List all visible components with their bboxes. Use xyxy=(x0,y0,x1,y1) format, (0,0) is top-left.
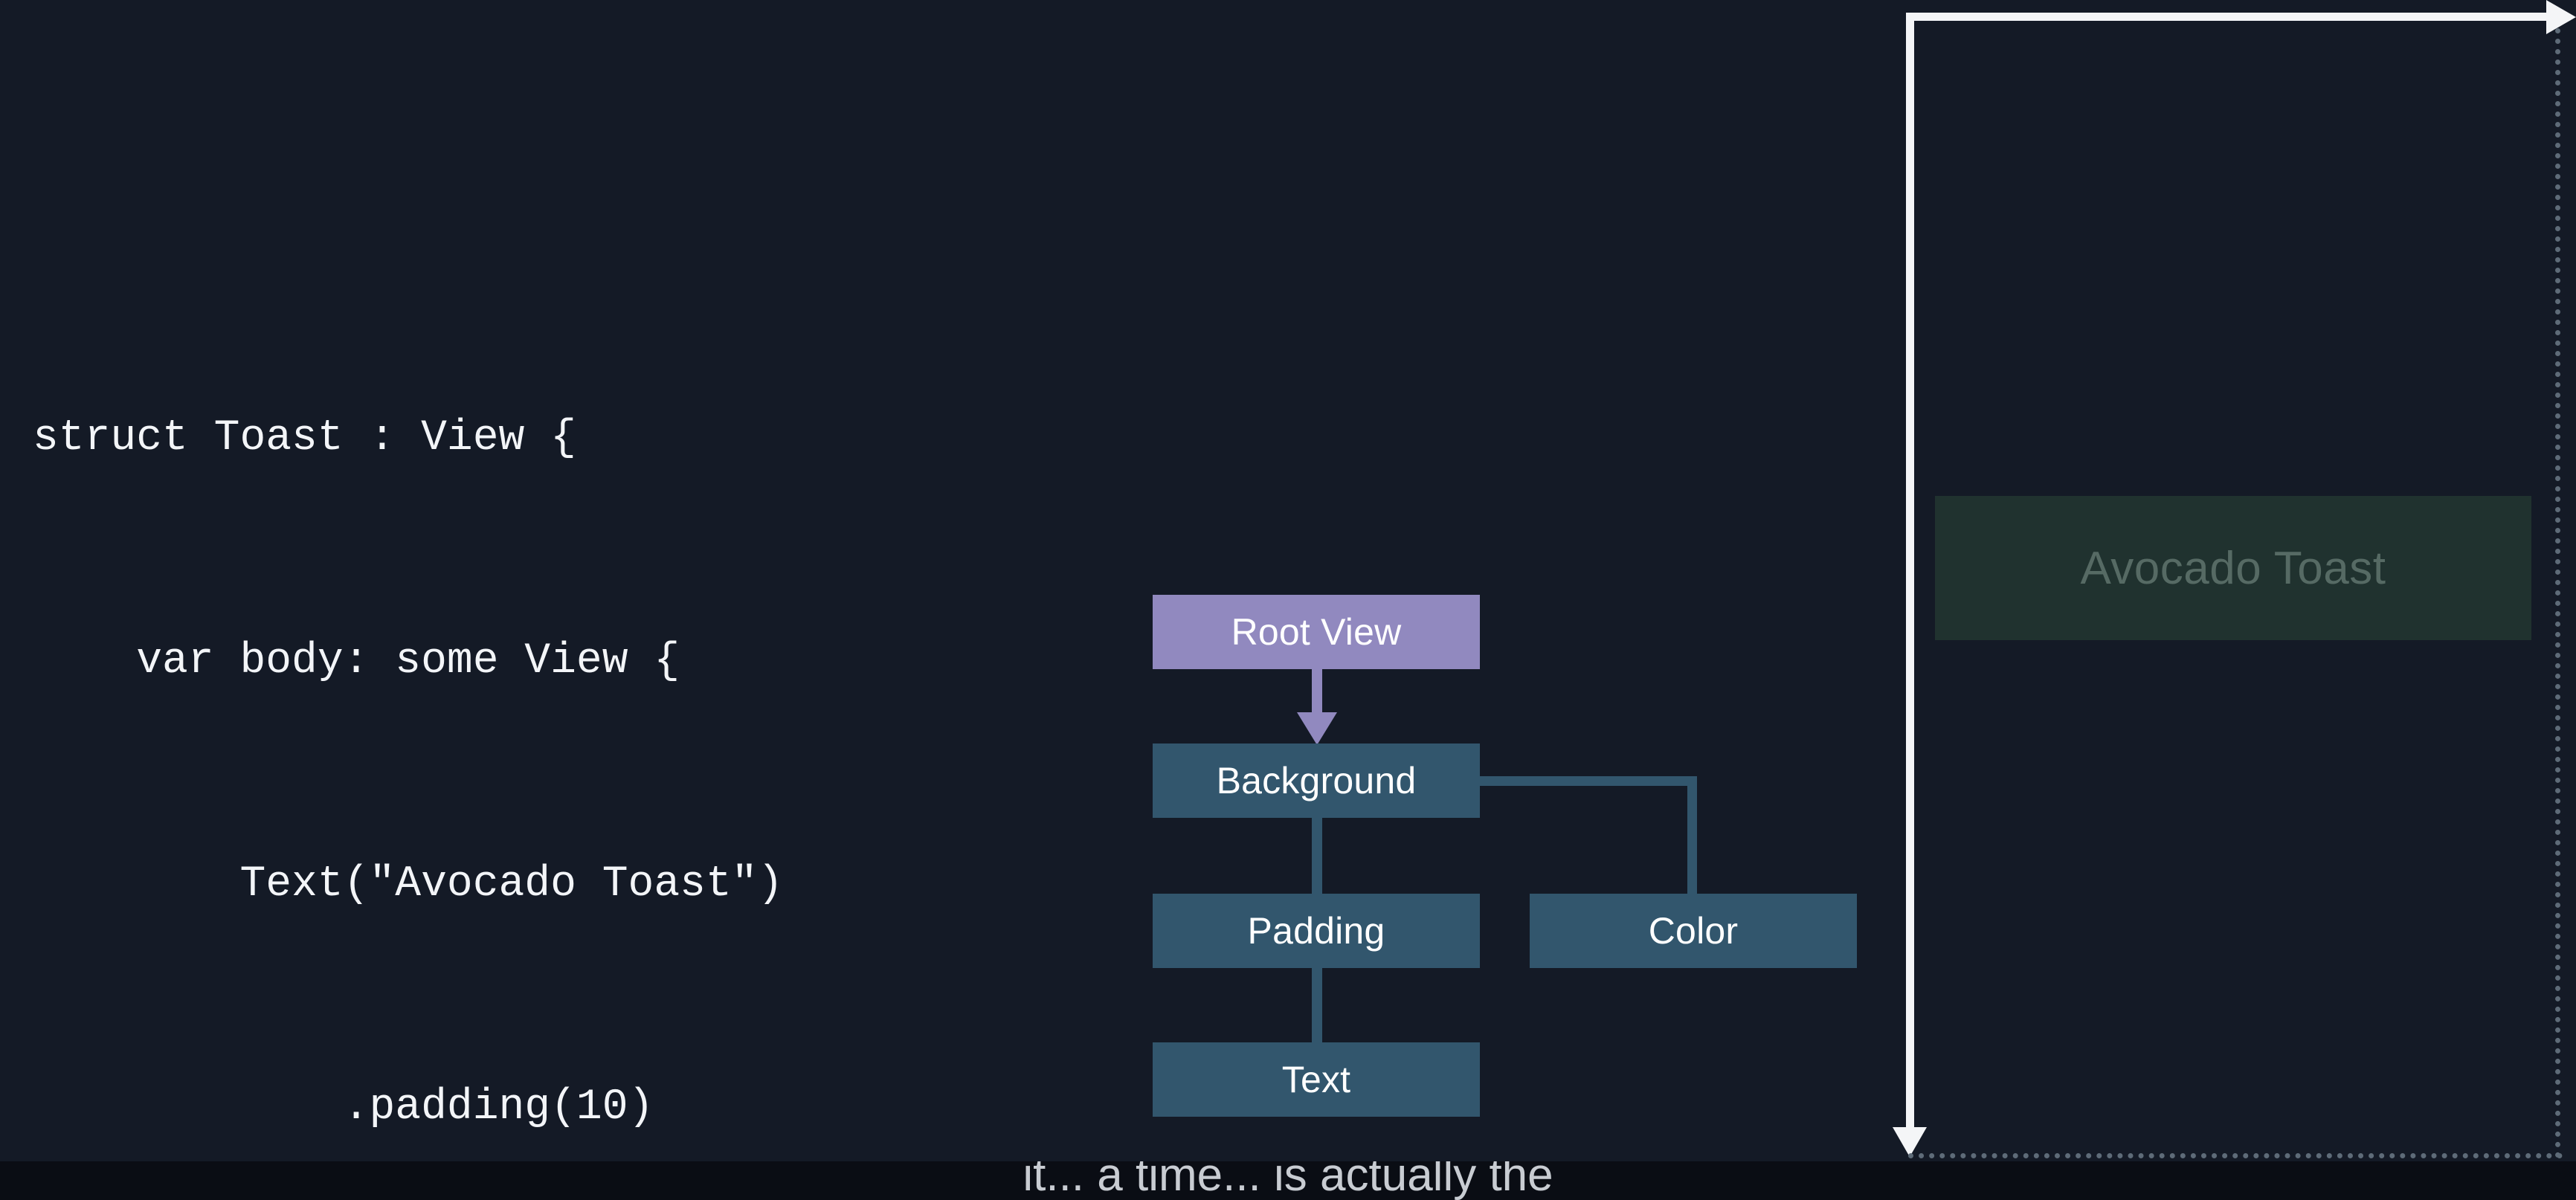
tree-node-label: Color xyxy=(1648,910,1739,952)
code-line: .padding(10) xyxy=(33,1083,654,1132)
arrow-root-to-background-shaft xyxy=(1312,669,1322,715)
tree-node-label: Text xyxy=(1281,1059,1351,1100)
tree-node-label: Background xyxy=(1216,760,1417,801)
dotted-guide-right xyxy=(2555,28,2560,1158)
rendered-view-preview: Avocado Toast xyxy=(1935,496,2531,640)
tree-node-text[interactable]: Text xyxy=(1153,1042,1480,1117)
caption-text: it... a time... is actually the xyxy=(1023,1161,1553,1200)
tree-node-color[interactable]: Color xyxy=(1530,894,1857,968)
edge-background-padding xyxy=(1312,818,1322,894)
arrow-root-to-background-head xyxy=(1297,712,1337,745)
proposed-height-arrow-head xyxy=(1893,1127,1927,1157)
tree-node-label: Root View xyxy=(1231,611,1402,653)
edge-background-color-vertical xyxy=(1687,776,1697,894)
proposed-height-arrow-shaft xyxy=(1906,13,1914,1132)
code-line: struct Toast : View { xyxy=(33,414,576,462)
swift-code-block: struct Toast : View { var body: some Vie… xyxy=(33,253,965,1200)
proposed-width-arrow-shaft xyxy=(1906,13,2551,21)
edge-padding-text xyxy=(1312,968,1322,1042)
code-line: Text("Avocado Toast") xyxy=(33,860,784,909)
code-line: var body: some View { xyxy=(33,637,680,686)
tree-node-background[interactable]: Background xyxy=(1153,743,1480,818)
edge-background-color-horizontal xyxy=(1480,776,1697,786)
tree-node-label: Padding xyxy=(1247,910,1385,952)
caption-strip: it... a time... is actually the xyxy=(0,1161,2576,1200)
preview-text-label: Avocado Toast xyxy=(2080,542,2386,594)
tree-node-root-view[interactable]: Root View xyxy=(1153,595,1480,669)
proposed-width-arrow-head xyxy=(2546,0,2576,34)
dotted-guide-bottom xyxy=(1908,1153,2563,1158)
tree-node-padding[interactable]: Padding xyxy=(1153,894,1480,968)
